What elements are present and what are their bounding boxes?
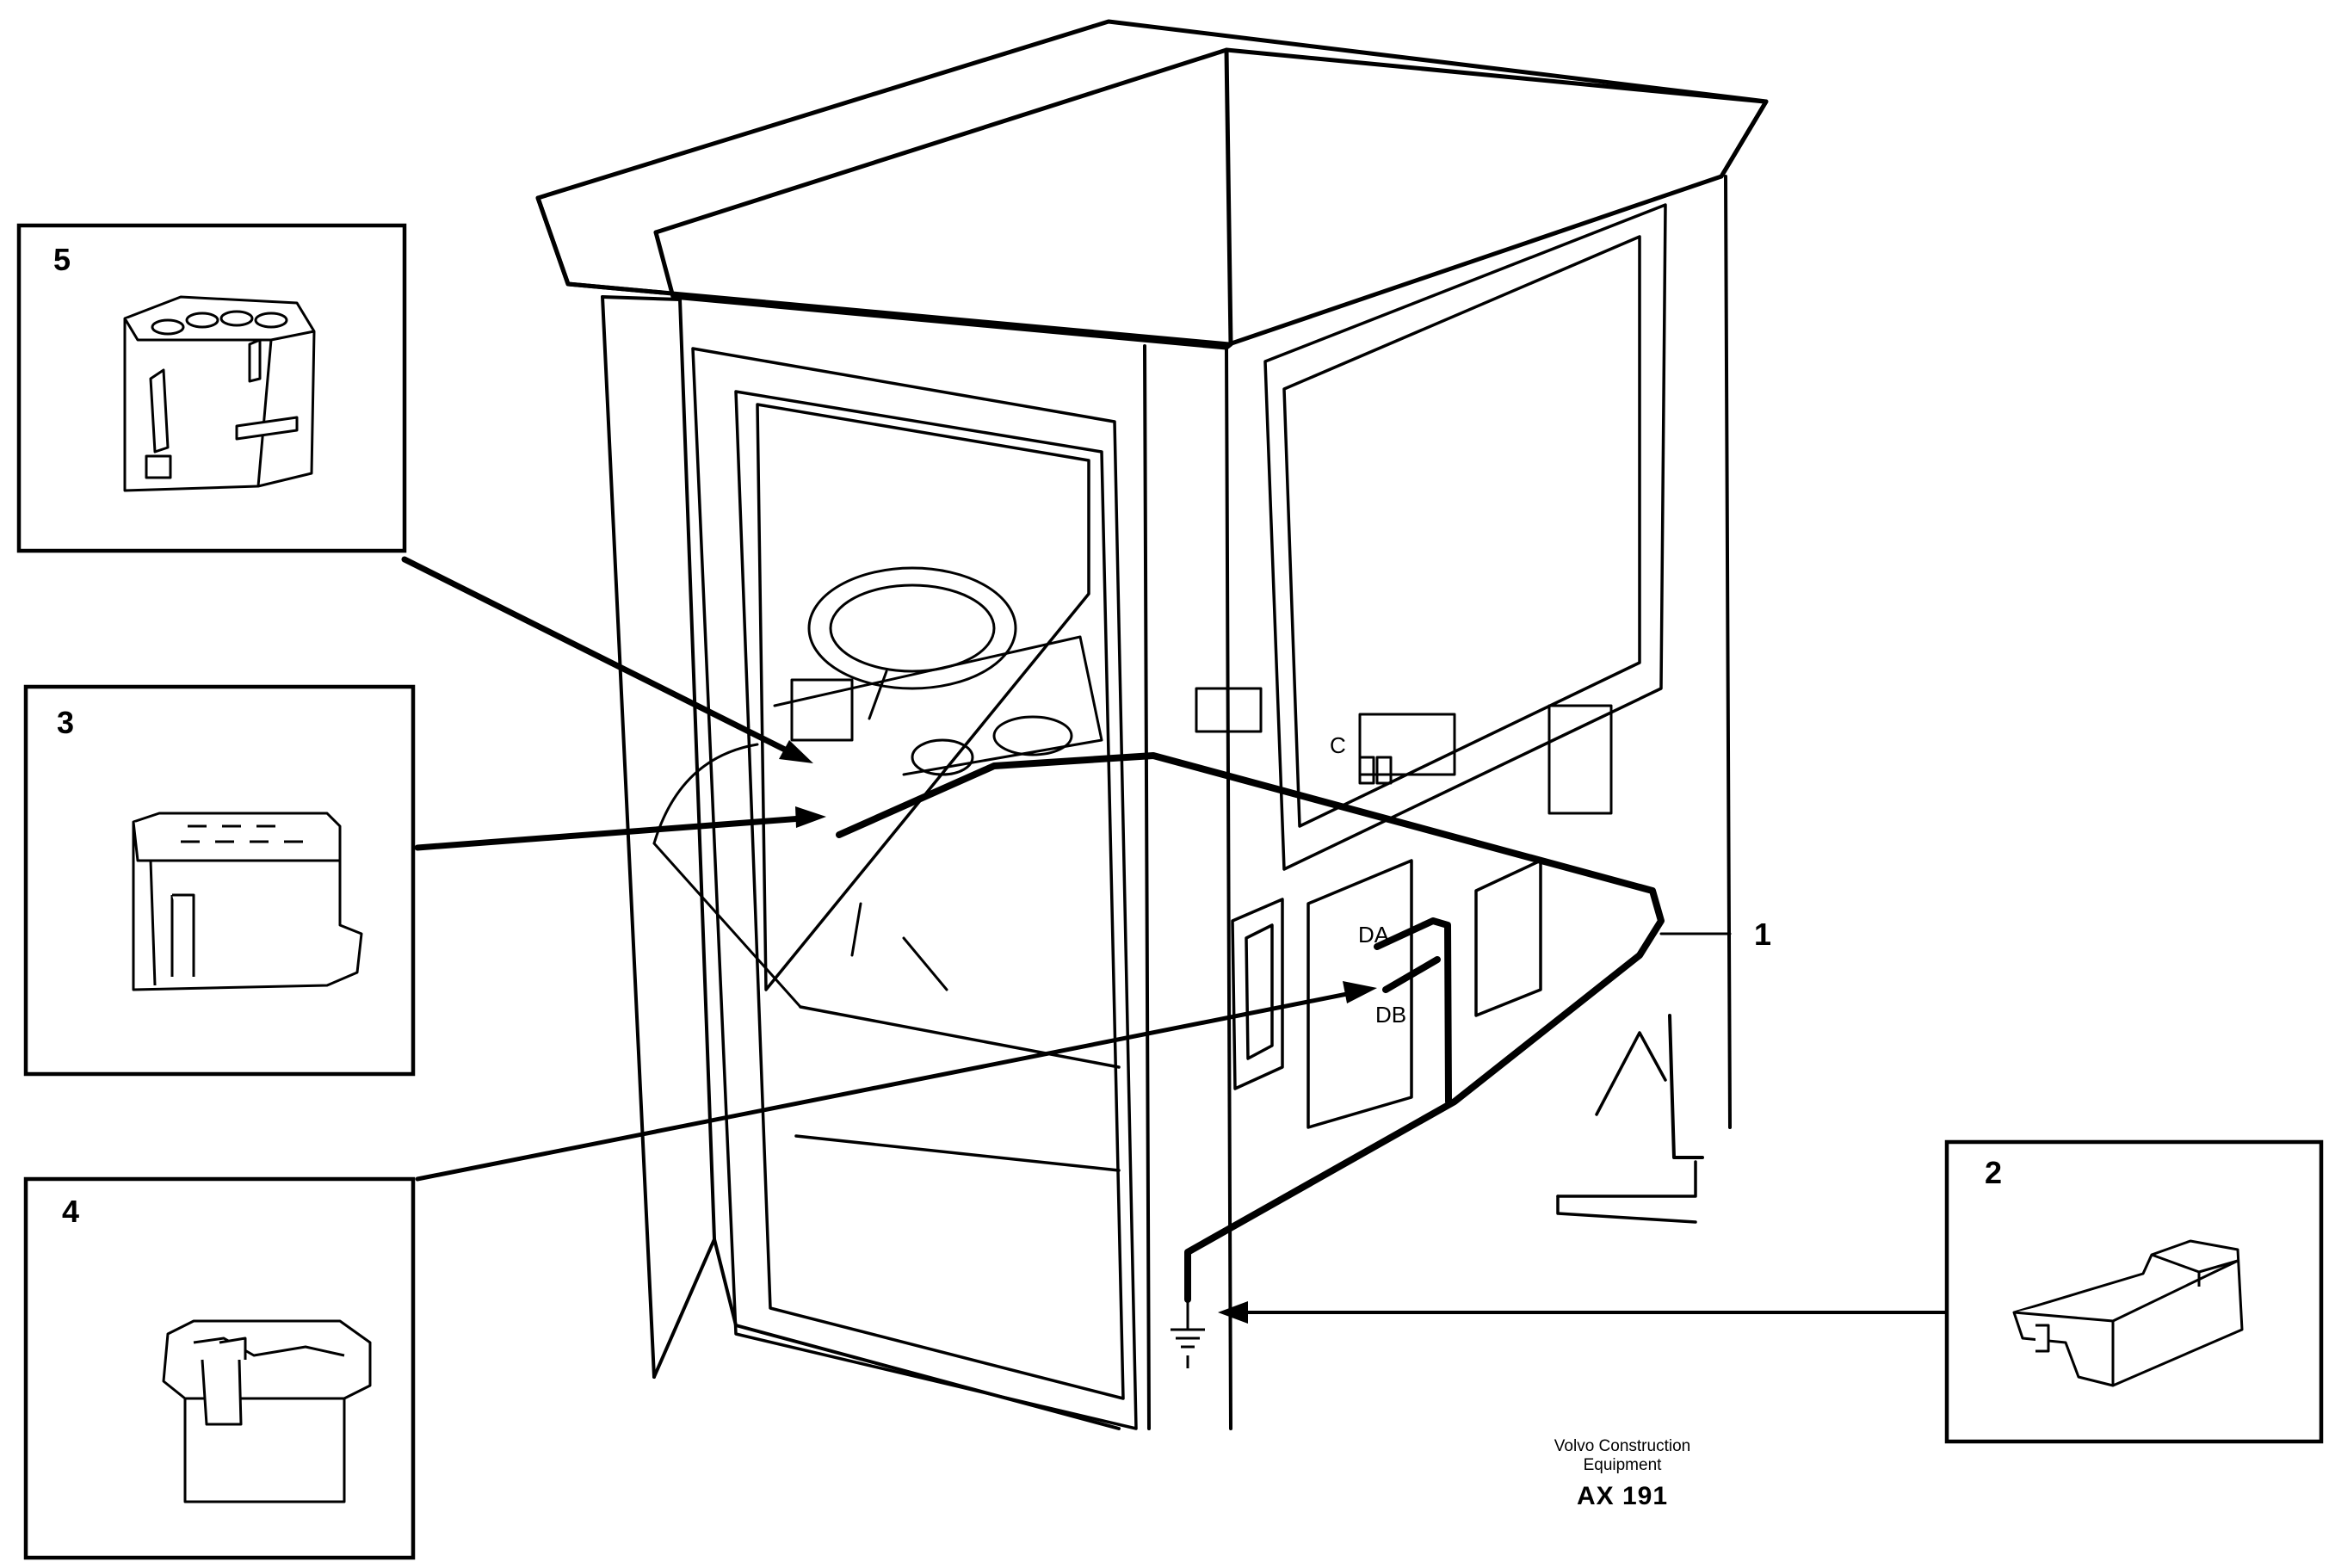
- caption-block: Volvo Construction Equipment AX 191: [1480, 1437, 1764, 1511]
- arrow-head-5: [779, 740, 813, 763]
- cab-frame: [601, 175, 1732, 1430]
- connector-8pin-icon: [132, 812, 363, 991]
- panel-label-db: DB: [1375, 1002, 1406, 1028]
- connector-4pin-icon: [162, 1319, 372, 1503]
- dashboard: C: [652, 566, 1613, 1009]
- caption-line-1: Volvo Construction: [1554, 1437, 1691, 1455]
- wiring-harness: [836, 752, 1665, 1303]
- drawing-code: AX 191: [1576, 1482, 1669, 1510]
- callout-box-4: 4: [23, 1176, 416, 1560]
- panel-label-da: DA: [1358, 922, 1390, 948]
- arrow-head-3: [795, 806, 826, 828]
- side-window: [1263, 203, 1667, 871]
- arrow-head-2: [1218, 1301, 1248, 1324]
- leader-4: [415, 989, 1362, 1182]
- callout-box-3: 3: [23, 684, 416, 1077]
- callout-number-1: 1: [1754, 917, 1771, 952]
- svg-text:C: C: [1330, 732, 1346, 758]
- ground-symbol: [1171, 1299, 1205, 1368]
- cab-door: [691, 347, 1138, 1430]
- callout-box-5: 5: [16, 223, 407, 553]
- arrow-head-4: [1343, 981, 1377, 1003]
- operator-cab: C: [535, 19, 1769, 1430]
- leader-3: [414, 814, 817, 851]
- connector-1pin-icon: [2012, 1239, 2244, 1387]
- callout-number-4: 4: [62, 1194, 79, 1229]
- electrical-panel: [1231, 859, 1697, 1224]
- callout-number-5: 5: [53, 242, 71, 277]
- callout-number-2: 2: [1985, 1155, 2002, 1190]
- callout-number-3: 3: [57, 705, 74, 740]
- leader-lines: [401, 556, 1949, 1314]
- arrow-heads: [779, 740, 1377, 1324]
- connector-12pin-icon: [123, 295, 316, 492]
- callout-box-2: 2: [1944, 1139, 2324, 1444]
- leader-5: [401, 556, 804, 761]
- caption-line-2: Equipment: [1583, 1456, 1662, 1474]
- cab-roof: [535, 19, 1769, 350]
